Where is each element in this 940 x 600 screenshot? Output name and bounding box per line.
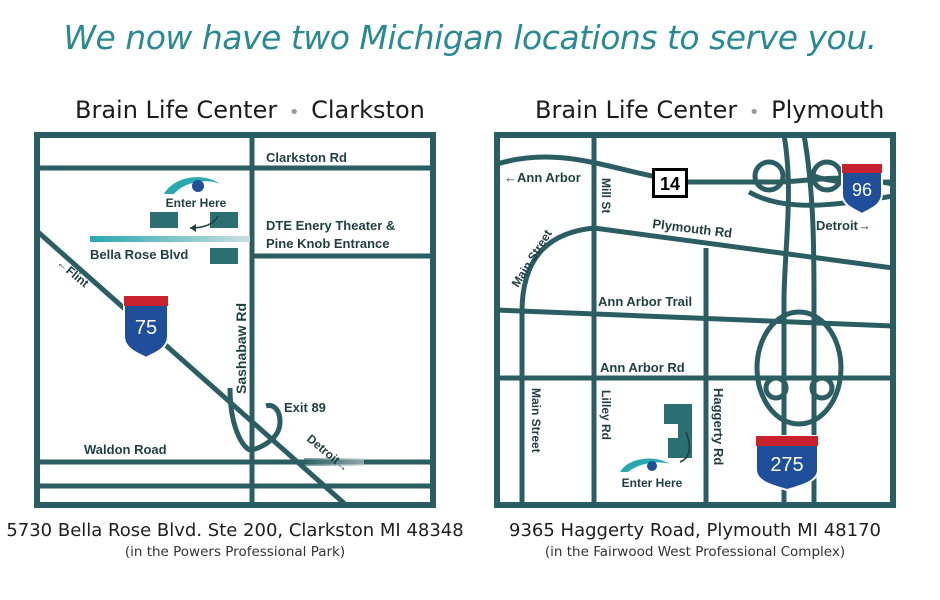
i75-shield: 75 [123, 295, 169, 360]
interstate-shield-icon [123, 295, 169, 360]
label-ann-arbor-trail: Ann Arbor Trail [598, 294, 692, 309]
route14-number: 14 [660, 174, 680, 194]
enter-here-label: Enter Here [622, 476, 683, 490]
headline: We now have two Michigan locations to se… [63, 18, 877, 57]
map-border [34, 132, 436, 508]
label-ann-arbor-west: ←Ann Arbor [504, 170, 581, 185]
i96-number: 96 [852, 180, 872, 200]
building [150, 212, 178, 228]
plymouth-city: Plymouth [771, 96, 885, 124]
plymouth-title: Brain Life Center • Plymouth [535, 96, 884, 124]
building [664, 404, 692, 458]
plymouth-brand: Brain Life Center [535, 96, 738, 124]
route14-badge: 14 [652, 168, 688, 198]
i75-number: 75 [135, 317, 157, 339]
label-mill-st: Mill St [599, 178, 613, 213]
clarkston-address: 5730 Bella Rose Blvd. Ste 200, Clarkston… [6, 520, 464, 541]
clarkston-map-svg: Enter Here Clarkston Rd DTE Enery Theate… [34, 132, 436, 508]
building [210, 212, 238, 228]
label-ann-arbor-rd: Ann Arbor Rd [600, 360, 685, 375]
clarkston-city: Clarkston [311, 96, 425, 124]
label-main-street-vert: Main Street [529, 388, 543, 453]
road-i275 [781, 134, 791, 505]
label-detroit: Detroit→ [816, 218, 871, 233]
label-exit-89: Exit 89 [284, 400, 326, 415]
interstate-shield-icon [755, 435, 819, 492]
interstate-shield-icon [841, 163, 883, 216]
enter-here-marker: Enter Here [164, 177, 227, 232]
label-haggerty-rd: Haggerty Rd [711, 388, 726, 465]
title-separator: • [748, 102, 760, 123]
logo-dot-icon [647, 461, 657, 471]
road-i75 [36, 230, 348, 507]
arrow-icon [679, 431, 691, 463]
logo-swoosh-icon [164, 177, 220, 194]
clarkston-address-note: (in the Powers Professional Park) [124, 544, 346, 560]
plymouth-map-svg: Enter Here 14 96 275 ←Ann Arbor Mill St … [494, 132, 896, 508]
label-waldon: Waldon Road [84, 442, 167, 457]
road-bella-rose [90, 236, 250, 242]
label-bella-rose: Bella Rose Blvd [90, 247, 188, 262]
clarkston-map: Enter Here Clarkston Rd DTE Enery Theate… [34, 132, 436, 508]
label-clarkston-rd: Clarkston Rd [266, 150, 347, 165]
interchange-ramp [754, 309, 844, 427]
road-main-street [519, 225, 595, 505]
label-sashabaw: Sashabaw Rd [233, 303, 249, 394]
i275-number: 275 [770, 454, 803, 476]
title-separator: • [288, 102, 300, 123]
i96-shield: 96 [841, 163, 883, 216]
enter-here-label: Enter Here [166, 196, 227, 210]
road-plymouth-rd [593, 225, 894, 271]
plymouth-map: Enter Here 14 96 275 ←Ann Arbor Mill St … [494, 132, 896, 508]
plymouth-address-note: (in the Fairwood West Professional Compl… [544, 544, 846, 560]
building [210, 248, 238, 264]
clarkston-brand: Brain Life Center [75, 96, 278, 124]
exit-ramp [227, 387, 283, 453]
clarkston-title: Brain Life Center • Clarkston [75, 96, 425, 124]
label-lilley-rd: Lilley Rd [599, 390, 613, 440]
logo-swoosh-icon [620, 458, 670, 472]
logo-dot-icon [192, 180, 204, 192]
label-dte-line2: Pine Knob Entrance [266, 236, 390, 251]
plymouth-address: 9365 Haggerty Road, Plymouth MI 48170 [509, 520, 881, 541]
enter-here-marker: Enter Here [620, 458, 683, 490]
i275-shield: 275 [755, 435, 819, 492]
label-dte-line1: DTE Enery Theater & [266, 218, 395, 233]
